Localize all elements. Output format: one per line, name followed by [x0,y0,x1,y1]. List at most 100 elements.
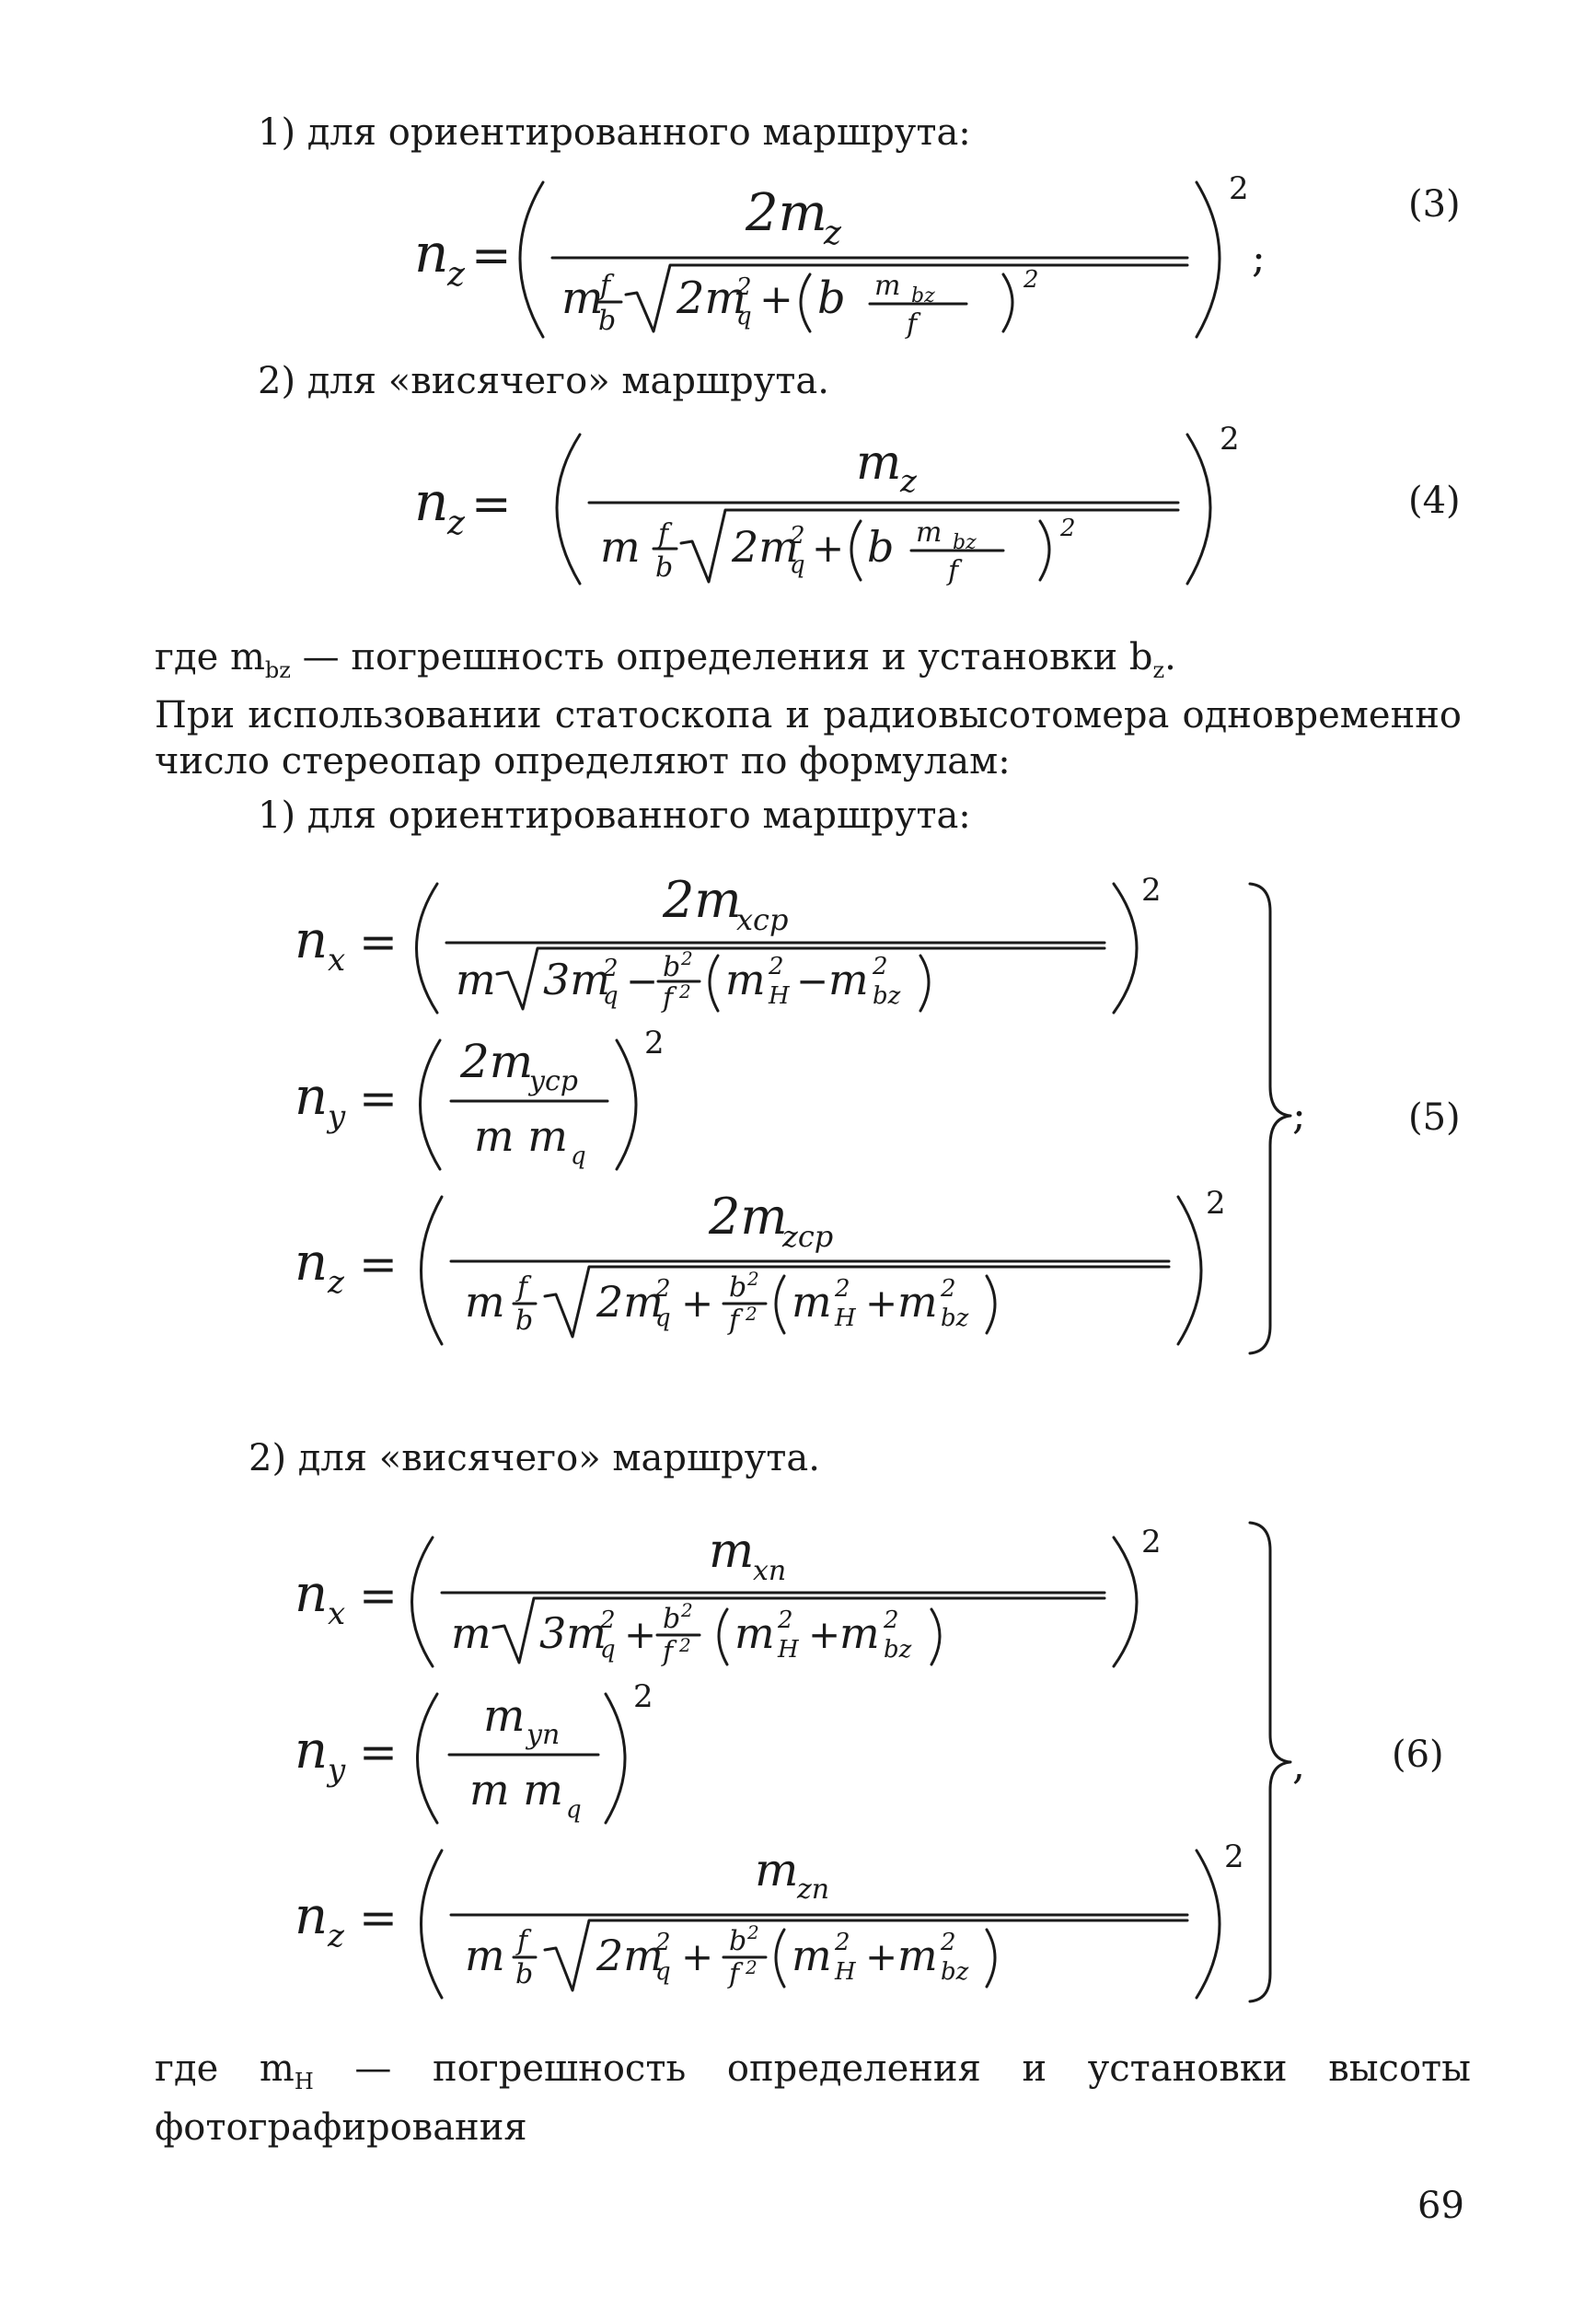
svg-text:b: b [515,1305,533,1337]
svg-text:b: b [515,1958,533,1990]
svg-text:m: m [897,1931,938,1980]
svg-text:=: = [359,1891,398,1944]
svg-text:H: H [777,1636,800,1664]
svg-text:2: 2 [735,273,752,301]
eq3-numerator-sub: z [823,215,842,252]
svg-text:q: q [655,1958,671,1986]
svg-text:2: 2 [872,953,888,980]
svg-text:=: = [471,228,512,284]
eq5-y-numerator: 2m [459,1035,533,1088]
svg-text:m m: m m [469,1765,563,1815]
svg-text:+: + [759,276,793,323]
equation-number-5: (5) [1408,1096,1461,1139]
eq5-z-lhs-sub: z [327,1264,345,1301]
eq4-lhs-n: n [414,470,448,533]
eq4-exponent: 2 [1220,421,1240,458]
svg-text:2: 2 [654,1929,671,1956]
eq3-lhs-n: n [414,222,448,284]
svg-text:f: f [727,1305,744,1337]
svg-text:2: 2 [789,522,805,550]
svg-text:=: = [359,1725,398,1779]
text-line-hanging-route: 2) для «висячего» маршрута. [258,360,829,402]
eq4-right-paren [1185,433,1212,586]
equation-3: n z = 2m z m f b 2m 2 q + b m bz f 2 2 ; [414,170,1266,341]
svg-text:f: f [515,1271,532,1304]
eq4-numerator: m [856,435,901,491]
eq5-z-lhs-n: n [295,1233,328,1293]
equation-system-5: n x = 2m xср m 3m 2 q − b 2 f 2 m 2 H − … [295,871,1306,1355]
svg-text:2: 2 [883,1606,899,1634]
svg-text:m: m [792,1931,832,1980]
eq5-y-lhs-sub: y [326,1098,346,1135]
svg-text:+: + [865,1281,897,1326]
svg-text:b: b [663,1603,680,1635]
where-mh-rest: — погрешность определения и установки вы… [155,2047,1472,2149]
svg-text:+: + [808,1612,840,1657]
eq6-y-exponent: 2 [633,1678,653,1715]
svg-text:bz: bz [884,1636,912,1664]
text-line-oriented-route-2: 1) для ориентированного маршрута: [258,794,971,837]
svg-text:=: = [359,1569,398,1622]
text-line-where-mh: где mH — погрешность определения и устан… [155,2046,1471,2151]
eq3-left-paren [518,180,545,339]
svg-text:q: q [790,551,805,579]
svg-text:=: = [359,915,398,968]
svg-text:m m: m m [474,1111,568,1161]
svg-text:2: 2 [745,1303,758,1325]
svg-text:bz: bz [941,1958,969,1986]
eq6-y-numerator-sub: yn [525,1719,560,1751]
svg-text:b: b [655,551,673,584]
svg-text:q: q [566,1796,582,1824]
svg-text:f: f [661,982,677,1015]
eq5-x-numerator-sub: xср [736,902,788,937]
svg-text:+: + [624,1612,656,1657]
svg-text:f: f [727,1958,744,1990]
svg-text:m: m [725,955,766,1004]
svg-text:f: f [656,518,673,551]
eq3-semicolon: ; [1252,235,1266,282]
eq5-z-exponent: 2 [1206,1185,1226,1222]
equation-4: n z = m z m f b 2m 2 q + b m bz f 2 2 [414,421,1240,587]
svg-text:b: b [729,1925,746,1957]
svg-text:m: m [465,1277,505,1327]
eq6-z-lhs-n: n [295,1886,328,1946]
svg-text:2: 2 [940,1275,956,1303]
svg-text:2: 2 [678,1634,691,1656]
svg-text:2: 2 [680,1599,693,1621]
svg-text:f: f [598,270,615,302]
eq3-lhs-sub: z [446,256,466,294]
eq5-x-numerator: 2m [662,871,742,929]
svg-text:2m: 2m [731,522,799,572]
svg-text:+: + [812,526,844,571]
eq6-z-exponent: 2 [1224,1838,1244,1875]
svg-text:m: m [465,1931,505,1980]
svg-text:m: m [561,273,604,324]
svg-text:2: 2 [940,1929,956,1956]
text-line-oriented-route: 1) для ориентированного маршрута: [258,111,971,154]
svg-text:2: 2 [834,1275,850,1303]
svg-text:=: = [359,1072,398,1125]
svg-text:2: 2 [834,1929,850,1956]
svg-text:b: b [598,305,616,337]
eq5-x-lhs-sub: x [328,942,345,979]
svg-text:=: = [471,477,512,532]
svg-text:2: 2 [768,953,784,980]
svg-text:2: 2 [746,1268,759,1290]
svg-text:m: m [792,1277,832,1327]
svg-text:3m: 3m [543,955,610,1004]
svg-text:2: 2 [1059,515,1076,542]
svg-text:3m: 3m [539,1608,607,1658]
paragraph-statoscope: При использовании статоскопа и радиовысо… [155,694,1462,783]
eq6-x-exponent: 2 [1141,1524,1162,1560]
equation-number-3: (3) [1408,183,1461,226]
svg-text:−: − [796,958,828,1003]
svg-text:m: m [734,1608,775,1658]
svg-text:q: q [571,1142,586,1170]
svg-text:2: 2 [654,1275,671,1303]
svg-text:m: m [828,955,869,1004]
where-mbz-sub: bz [264,657,291,683]
svg-text:2m: 2m [596,1277,664,1327]
eq6-x-numerator: m [709,1524,754,1579]
svg-text:bz: bz [941,1305,969,1332]
